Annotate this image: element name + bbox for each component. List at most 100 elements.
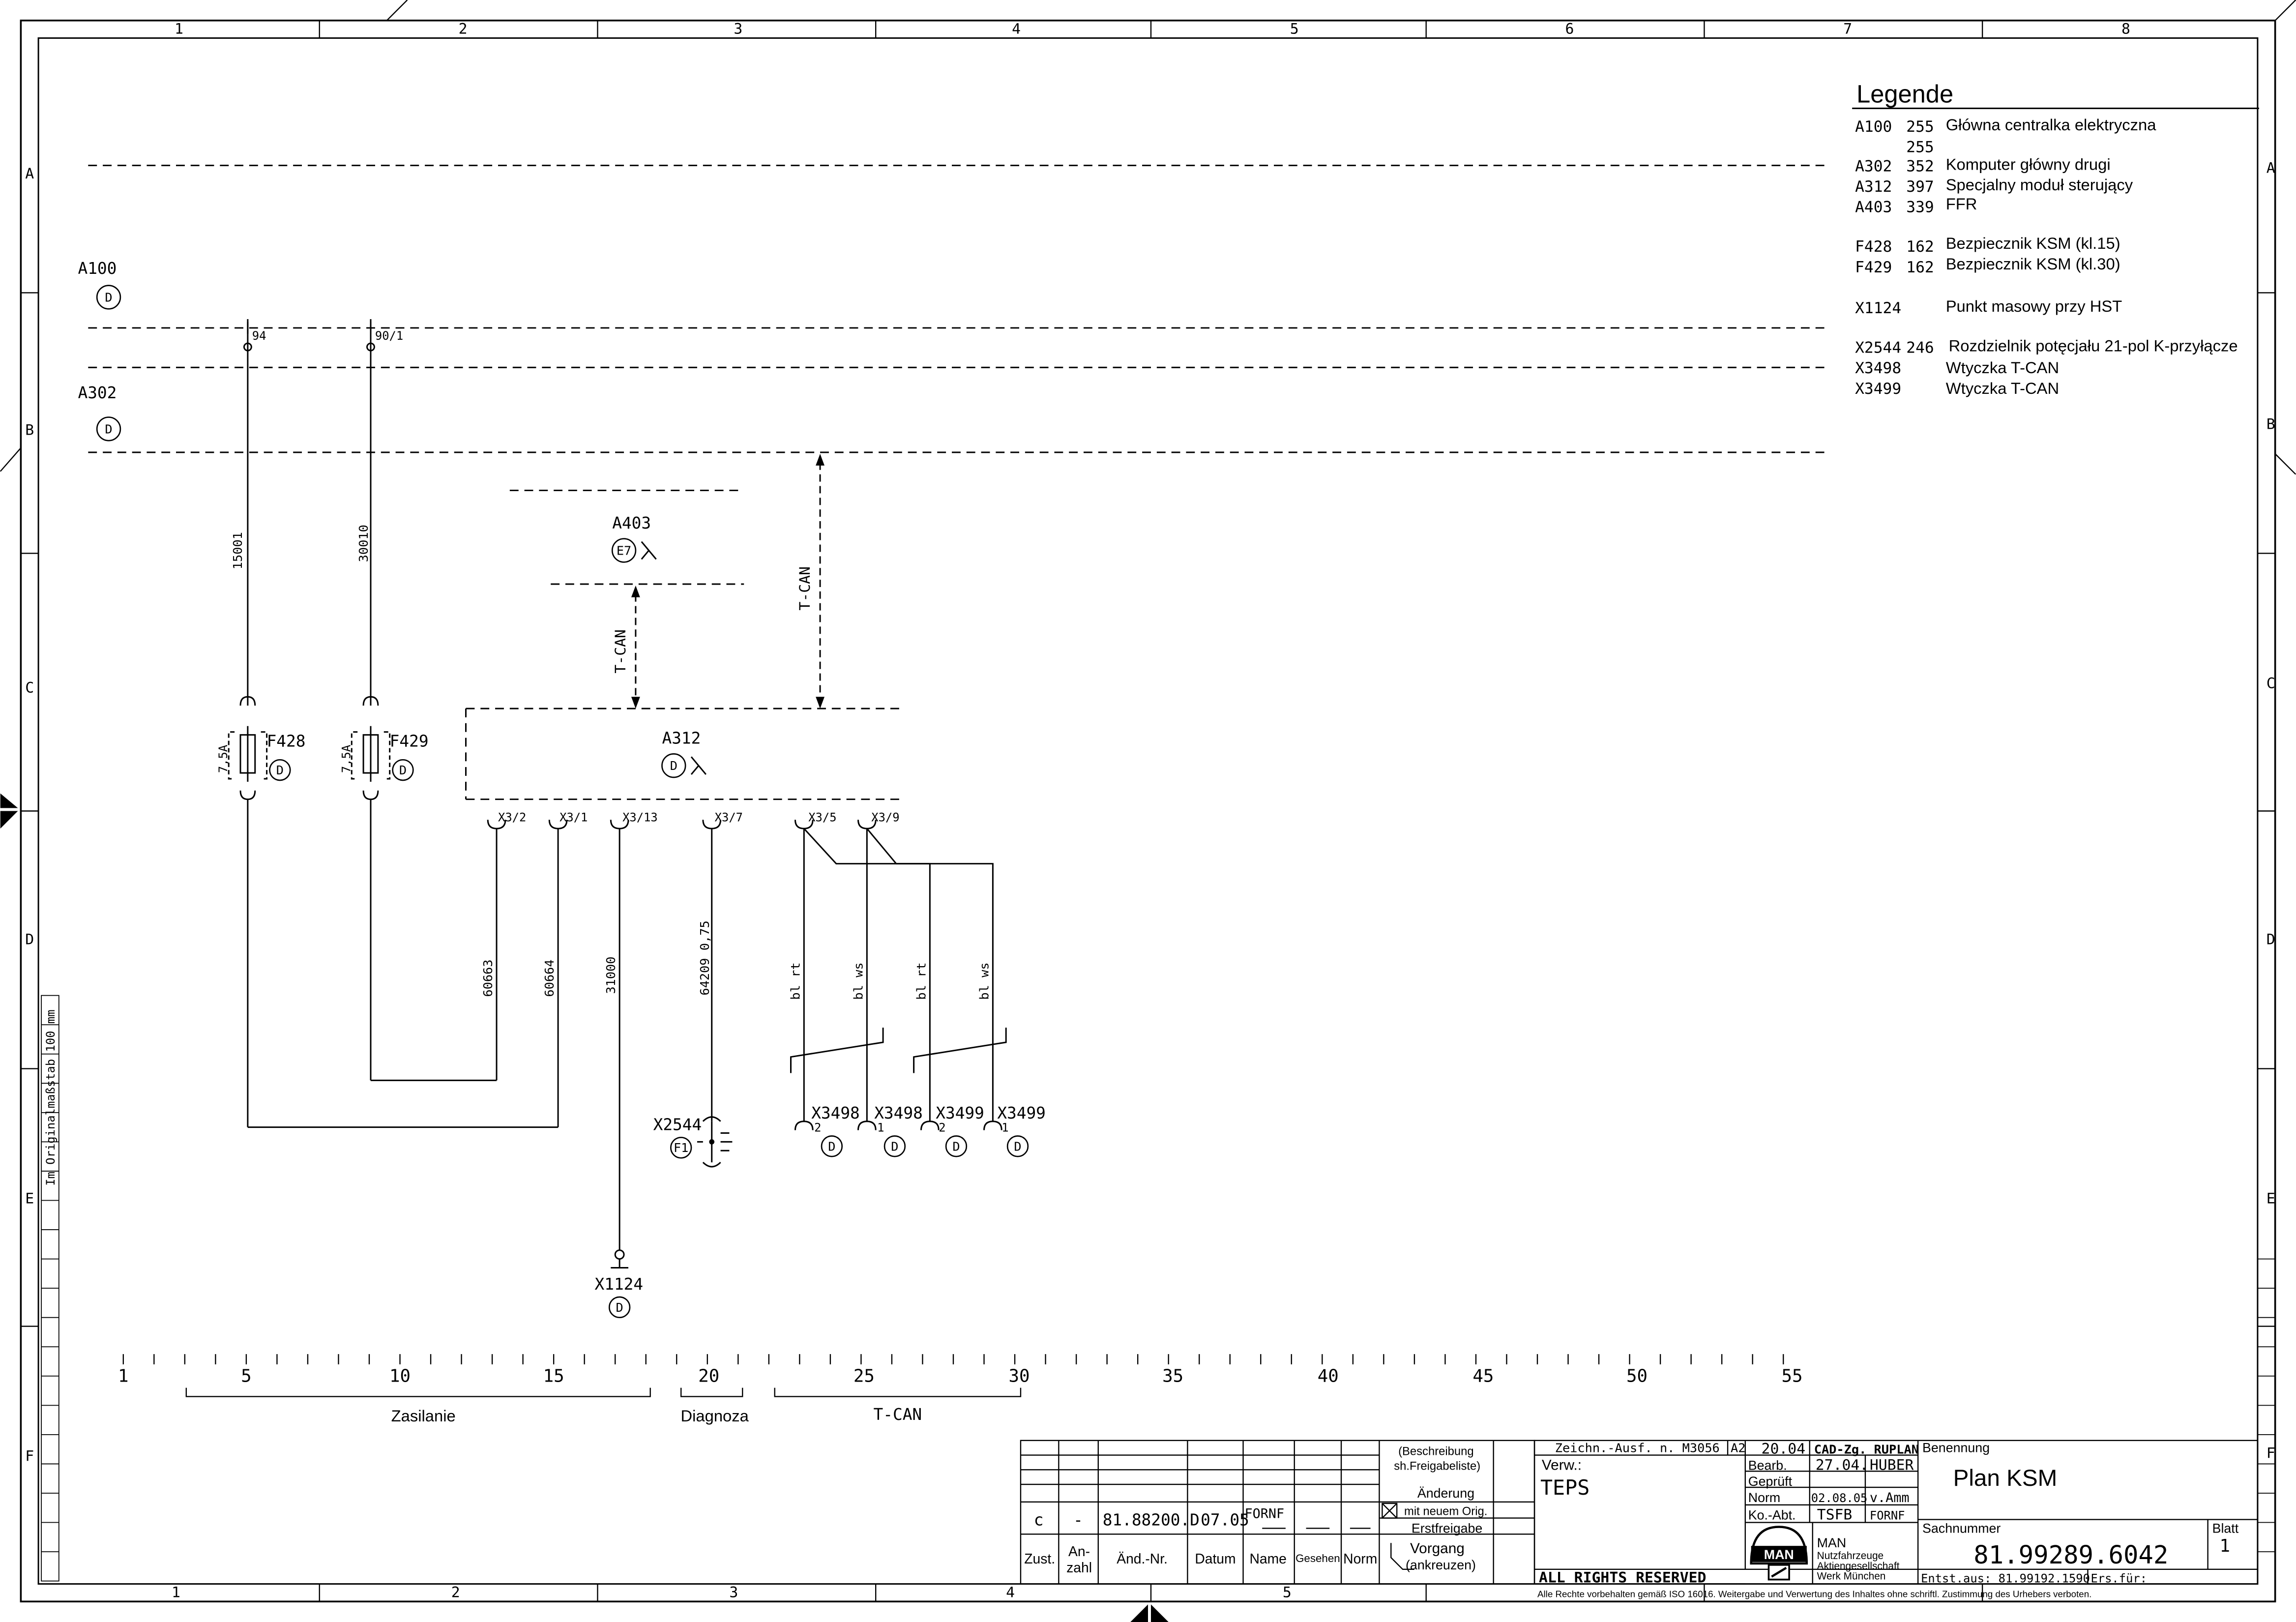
location-badge-icon (1006, 1135, 1029, 1157)
row-label-right: D (2267, 931, 2275, 948)
tb-name: v.Amm (1870, 1490, 1910, 1505)
distributor-icon (697, 1116, 733, 1168)
col-label-top: 5 (1290, 20, 1299, 37)
legend-num: 246 (1906, 339, 1934, 357)
badge-text: D (399, 763, 407, 777)
rev-header: An- (1068, 1543, 1090, 1559)
badge-text: D (1014, 1139, 1021, 1153)
legend-desc: Wtyczka T-CAN (1946, 379, 2059, 397)
row-label-right: B (2267, 415, 2275, 433)
ruler-label: 5 (241, 1366, 252, 1386)
fuse-rating: 7,5A (216, 745, 230, 773)
rev-date: 07.05 (1201, 1510, 1249, 1529)
legend-num: 397 (1906, 178, 1934, 196)
location-badge-icon (96, 285, 121, 310)
location-badge-icon (821, 1135, 843, 1157)
ruler-label: 50 (1626, 1366, 1648, 1386)
wire-number: 30010 (356, 525, 371, 562)
badge-text: D (952, 1139, 960, 1153)
component-boundaries (88, 164, 1830, 800)
ruler-label: 40 (1318, 1366, 1339, 1386)
badge-text: D (276, 763, 284, 777)
row-label-left: E (25, 1190, 34, 1207)
col-label-top: 8 (2121, 20, 2130, 37)
pin-number: 1 (877, 1121, 884, 1135)
col-label-bottom: 4 (1006, 1584, 1015, 1601)
x2544-label: X2544 (653, 1116, 702, 1134)
legend-desc: Komputer główny drugi (1946, 155, 2111, 173)
rev-note: mit neuem Orig. (1404, 1505, 1487, 1518)
ruler-label: 35 (1162, 1366, 1183, 1386)
tb-date: 02.08.05 (1811, 1491, 1868, 1505)
badge-text: D (105, 422, 112, 436)
rev-header: Gesehen (1295, 1552, 1340, 1564)
badge-text: D (105, 290, 112, 304)
legend-num: 162 (1906, 238, 1934, 256)
legend-desc: Wtyczka T-CAN (1946, 358, 2059, 377)
pin-number: 2 (814, 1121, 821, 1135)
legend-code: F428 (1855, 238, 1892, 256)
row-label-left: F (25, 1447, 34, 1465)
badge-text: E7 (617, 543, 631, 558)
right-ruler (2257, 1258, 2275, 1552)
legend-code: A312 (1855, 178, 1892, 196)
arrow-icons (631, 454, 824, 709)
rev-name: FORNF (1245, 1506, 1285, 1522)
legend-desc: Bezpiecznik KSM (kl.15) (1946, 234, 2120, 252)
tb-dept: TSFB (1817, 1506, 1853, 1524)
legend-desc: Bezpiecznik KSM (kl.30) (1946, 255, 2120, 273)
ruler-label: 10 (389, 1366, 411, 1386)
badge-text: F1 (674, 1141, 688, 1155)
col-label-top: 4 (1012, 20, 1021, 37)
legend-code: X3499 (1855, 380, 1901, 398)
tcan-links (635, 462, 821, 697)
legend-desc: Rozdzielnik potęcjału 21-pol K-przyłącze (1949, 337, 2238, 355)
tb-sheet: 1 (2219, 1536, 2230, 1556)
arrow-up-icon (631, 585, 640, 597)
rev-header: Norm (1343, 1551, 1377, 1566)
bus-label: T-CAN (796, 566, 814, 611)
control-unit-icon (641, 541, 657, 560)
badge-text: D (828, 1139, 835, 1153)
location-badge-icon (96, 416, 121, 442)
legend-code: A100 (1855, 118, 1892, 136)
tb-company: Aktiengesellschaft (1817, 1561, 1900, 1572)
x3498-label: X3498 (874, 1104, 923, 1122)
group-label: Diagnoza (680, 1407, 749, 1425)
tb-zeichn: Zeichn.-Ausf. n. M3056 (1555, 1441, 1720, 1455)
legend-num: 339 (1906, 199, 1934, 216)
arrow-down-icon (816, 697, 824, 709)
rev-anzahl: - (1073, 1510, 1083, 1529)
legend-desc: Specjalny moduł sterujący (1946, 176, 2133, 194)
tb-label: Sachnummer (1922, 1521, 2001, 1535)
tb-ers: Ers.für: (2090, 1572, 2147, 1586)
tb-date: 20.04 (1762, 1441, 1806, 1458)
x1124-label: X1124 (595, 1275, 644, 1294)
ruler-label: 30 (1008, 1366, 1030, 1386)
connector-pin: X3/7 (715, 810, 743, 824)
col-label-top: 1 (175, 20, 183, 37)
control-unit-icons (641, 541, 706, 775)
rev-note: (Beschreibung (1398, 1445, 1473, 1458)
rev-header: zahl (1066, 1560, 1092, 1575)
tb-title: Plan KSM (1953, 1465, 2058, 1491)
tb-label: Blatt (2212, 1521, 2239, 1535)
wire-color: bl ws (977, 962, 991, 1000)
pin-label: 90/1 (375, 329, 403, 343)
col-label-top: 6 (1565, 20, 1574, 37)
location-badge-icon (269, 759, 291, 781)
location-badge-icon (611, 538, 637, 563)
wire-number: 64209 0,75 (698, 920, 712, 995)
scale-note: Im Originalmaßstab 100 mm (44, 1010, 58, 1186)
rev-note: (ankreuzen) (1406, 1558, 1476, 1572)
tb-verw: TEPS (1540, 1475, 1590, 1500)
tb-name: FORNF (1870, 1509, 1905, 1523)
group-label: Zasilanie (391, 1407, 456, 1425)
row-label-left: B (25, 421, 34, 439)
tb-label: Geprüft (1748, 1474, 1793, 1489)
location-badge-icon (883, 1135, 906, 1157)
legend-desc: FFR (1946, 195, 1977, 213)
fuse-icons (228, 726, 391, 782)
row-label-left: A (25, 165, 34, 182)
